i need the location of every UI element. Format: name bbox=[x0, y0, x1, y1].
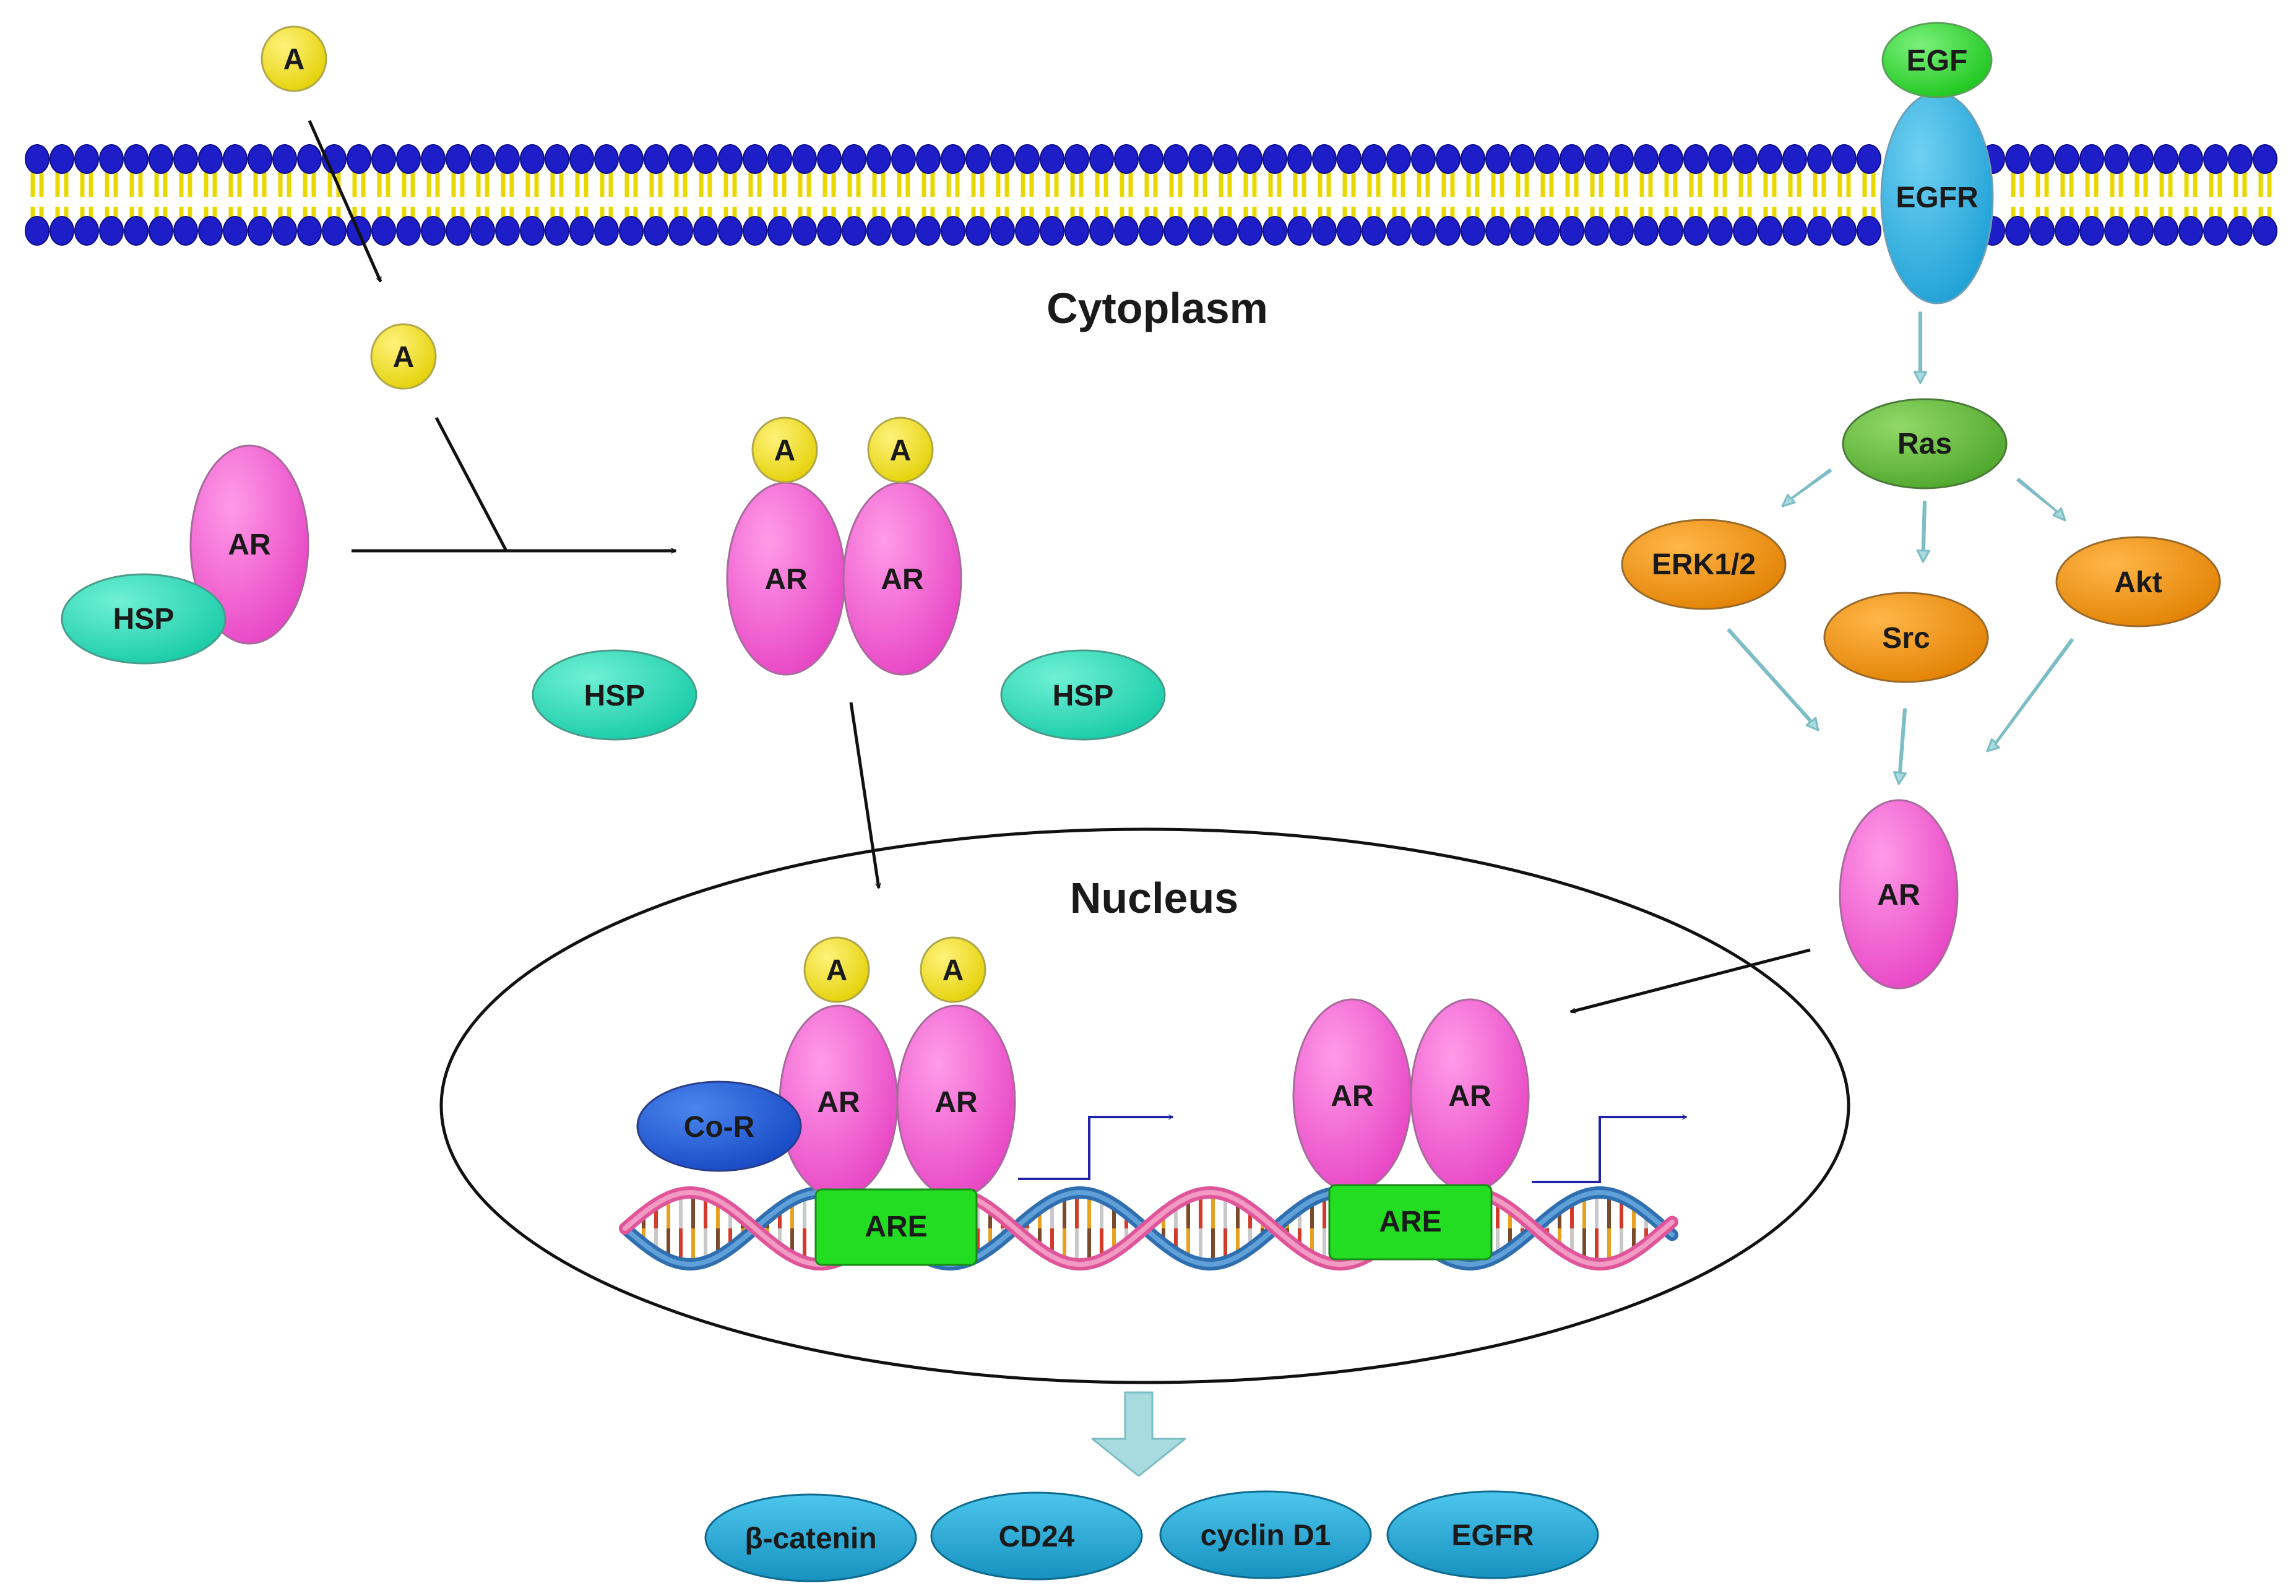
arrow-src-to-ar bbox=[1893, 708, 1907, 785]
target-gene-egfr: EGFR bbox=[1386, 1490, 1599, 1579]
ar-label: AR bbox=[934, 1086, 977, 1119]
ar-label: AR bbox=[1331, 1080, 1373, 1113]
androgen-extracellular: A bbox=[261, 25, 327, 92]
ar-label: AR bbox=[817, 1086, 860, 1119]
androgen-cytoplasmic: A bbox=[370, 323, 437, 390]
are-box-right: ARE bbox=[1328, 1184, 1493, 1261]
androgen-label: A bbox=[890, 434, 912, 467]
are-box-left: ARE bbox=[814, 1188, 978, 1266]
corepressor: Co-R bbox=[636, 1081, 802, 1172]
ar-dimer-cytoplasm: AR AR A A bbox=[726, 416, 962, 676]
nuclear-translocation-arrow bbox=[849, 702, 879, 888]
transcription-start-arrow-right bbox=[1532, 1117, 1686, 1183]
arrow-egfr-to-ras bbox=[1913, 311, 1928, 384]
ar-dimer-nucleus-ligand-bound: AR AR A A bbox=[779, 936, 1016, 1199]
src-label: Src bbox=[1882, 622, 1930, 655]
hsp-label: HSP bbox=[584, 679, 645, 712]
egfr-label: EGFR bbox=[1896, 181, 1978, 214]
ar-ligand-independent: AR bbox=[1839, 799, 1959, 990]
ar-nuclear-entry-arrow bbox=[1571, 948, 1811, 1012]
nucleus-boundary bbox=[439, 827, 1850, 1384]
androgen-label: A bbox=[283, 43, 305, 76]
androgen-label: A bbox=[826, 954, 848, 987]
egf-ligand: EGF bbox=[1881, 22, 1993, 98]
gene-expression-arrow bbox=[1091, 1391, 1186, 1477]
ar-label: AR bbox=[1877, 879, 1920, 912]
egfr-pathway-arrows bbox=[1727, 311, 2074, 785]
are-label: ARE bbox=[865, 1210, 927, 1243]
ar-label: AR bbox=[1448, 1080, 1491, 1113]
androgen-binding-line bbox=[434, 416, 508, 552]
arrow-ras-to-akt bbox=[2016, 478, 2066, 522]
gene-label: CD24 bbox=[999, 1521, 1075, 1553]
egfr-receptor: EGFR bbox=[1880, 92, 1994, 304]
transcription-start-arrow-left bbox=[1018, 1117, 1173, 1180]
ras-label: Ras bbox=[1897, 428, 1952, 460]
ar-label: AR bbox=[881, 563, 923, 596]
ras-node: Ras bbox=[1842, 398, 2008, 490]
erk-node: ERK1/2 bbox=[1621, 519, 1787, 610]
ar-label: AR bbox=[764, 563, 807, 596]
hsp-label: HSP bbox=[113, 603, 175, 636]
androgen-label: A bbox=[393, 341, 415, 374]
cell-membrane bbox=[25, 144, 2277, 246]
androgen-label: A bbox=[774, 434, 796, 467]
gene-label: β-catenin bbox=[744, 1522, 876, 1555]
arrow-erk-to-ar bbox=[1727, 628, 1819, 731]
ar-label: AR bbox=[228, 528, 270, 561]
arrow-akt-to-ar bbox=[1986, 638, 2074, 753]
akt-label: Akt bbox=[2114, 566, 2162, 599]
androgen-label: A bbox=[943, 954, 964, 987]
cytoplasm-label: Cytoplasm bbox=[1047, 284, 1268, 332]
arrow-ras-to-src bbox=[1916, 501, 1930, 563]
hsp-released-right: HSP bbox=[1000, 649, 1166, 741]
hsp-released-left: HSP bbox=[532, 649, 697, 741]
hsp-label: HSP bbox=[1053, 679, 1114, 712]
gene-label: cyclin D1 bbox=[1201, 1519, 1331, 1552]
ar-hsp-complex: AR HSP bbox=[61, 444, 309, 665]
arrow-ras-to-erk bbox=[1781, 468, 1832, 507]
are-label: ARE bbox=[1379, 1206, 1441, 1238]
cor-label: Co-R bbox=[684, 1111, 755, 1144]
dna-helix bbox=[619, 1186, 1678, 1270]
androgen-entry-arrow bbox=[308, 119, 382, 282]
akt-node: Akt bbox=[2055, 536, 2221, 628]
gene-label: EGFR bbox=[1451, 1519, 1534, 1552]
egf-label: EGF bbox=[1907, 45, 1968, 77]
target-gene-beta-catenin: β-catenin bbox=[704, 1493, 917, 1582]
erk-label: ERK1/2 bbox=[1652, 548, 1756, 581]
target-gene-cyclin-d1: cyclin D1 bbox=[1159, 1490, 1372, 1579]
target-gene-cd24: CD24 bbox=[930, 1491, 1143, 1581]
ar-dimer-nucleus-ligand-independent: AR AR bbox=[1292, 998, 1530, 1193]
nucleus-label: Nucleus bbox=[1070, 874, 1238, 922]
src-node: Src bbox=[1823, 592, 1989, 683]
